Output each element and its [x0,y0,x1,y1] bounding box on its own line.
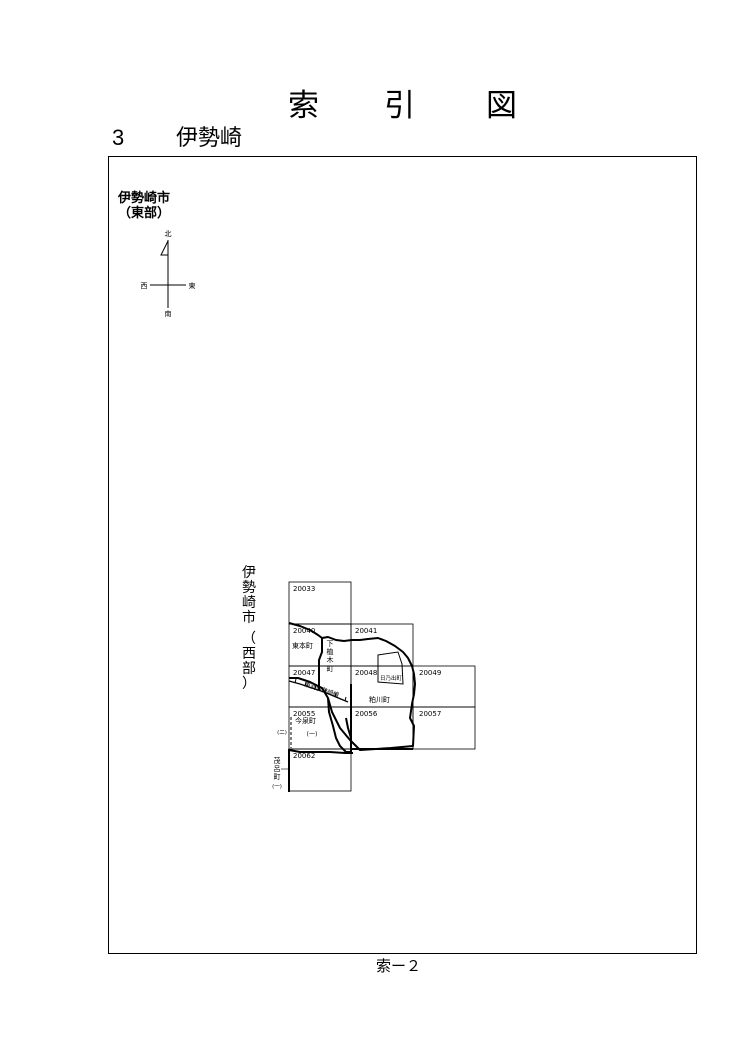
tile-id: 20062 [293,752,315,760]
tile-id: 20056 [355,710,378,718]
title-char-1: 索 [288,88,319,124]
boundary-lines [288,622,416,790]
railway-ticks [294,678,347,702]
west-label-char: 部 [242,661,256,677]
compass-rose: 北 南 西 東 [141,230,196,318]
west-label-char: ） [242,676,256,692]
compass-west: 西 [141,282,148,290]
place-moro-char: 茂 [274,756,281,765]
compass-east: 東 [189,281,196,290]
place-hinodecho: 日乃出町 [380,674,403,682]
tile-id: 20033 [293,585,315,593]
map-frame [108,156,697,954]
tile-id: 20041 [355,627,377,635]
compass-south: 南 [165,309,172,318]
west-label-char: 西 [242,646,256,662]
place-imaizumicho: 今泉町 [295,716,316,725]
compass-north: 北 [165,230,172,238]
place-moro-sub: (一) [272,784,282,790]
tile-id: 20047 [293,669,315,677]
page-number: 索ー２ [376,957,422,975]
shimoueki-boundary [318,638,323,690]
railway-label: 東武伊勢崎線 [303,680,340,699]
hinode-boundary [377,651,404,685]
place-moro-char: 呂 [274,765,281,773]
east-map-subtitle: （東部） [118,206,171,221]
tile-labels: 20033 20040 20041 20047 20048 20049 2005… [293,585,441,760]
page-title: 索 引 図 [288,86,528,126]
place-imaizumicho-sub: (一) [307,731,318,738]
east-map-title: 伊勢崎市 [118,191,171,206]
place-shimoueki-char: 木 [327,655,334,664]
west-label-char: 伊 [242,565,256,581]
tile-id: 20049 [419,669,441,677]
thin-boundaries [288,651,404,792]
place-funakawacho: 粕川町 [369,695,390,704]
west-map-label: 伊 勢 崎 市 （ 西 部 ） [240,566,258,692]
place-shimoueki-char: 植 [327,647,334,656]
place-shimoueki-char: 町 [327,665,334,673]
imaizumi-boundary [327,697,352,753]
tile-id: 20048 [355,669,377,677]
title-char-2: 引 [384,88,415,124]
place-labels: 東本町 下 植 木 町 日乃出町 粕川町 今泉町 (一) (二) 茂 呂 町 (… [272,640,402,790]
tile-id: 20040 [293,627,315,635]
tile-id: 20057 [419,710,441,718]
railway-line [288,680,349,703]
west-label-char: （ [242,631,256,647]
west-label-char: 勢 [242,580,256,596]
place-imaizumicho-side: (二) [277,730,287,736]
city-boundary-main [288,622,416,751]
north-arrow-icon [160,240,169,256]
west-label-char: 市 [242,610,256,626]
place-moro-char: 町 [274,773,281,781]
place-shimoueki-char: 下 [327,640,334,648]
place-higashihoncho: 東本町 [292,641,313,650]
tile-id: 20055 [293,710,315,718]
section-number: 3 [112,125,125,150]
section-name: 伊勢崎 [176,125,243,150]
west-label-char: 崎 [242,595,256,611]
south-boundary [288,749,353,754]
title-char-3: 図 [486,88,517,124]
